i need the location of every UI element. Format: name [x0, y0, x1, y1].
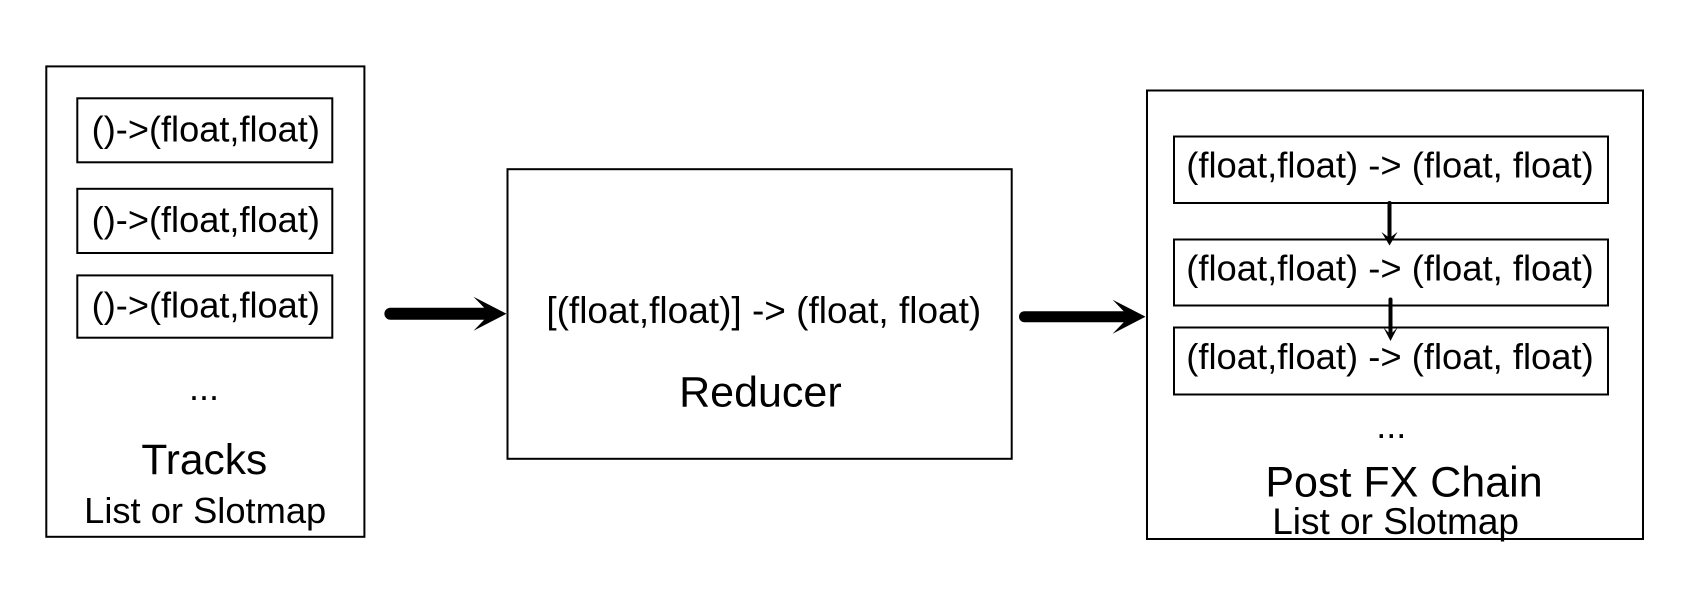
svg-text:List or Slotmap: List or Slotmap [84, 490, 326, 531]
svg-text:Post FX Chain: Post FX Chain [1265, 459, 1542, 507]
svg-text:()->(float,float): ()->(float,float) [92, 285, 320, 326]
svg-text:Reducer: Reducer [679, 369, 842, 417]
svg-text:()->(float,float): ()->(float,float) [92, 108, 320, 149]
svg-text:(float,float) -> (float, float: (float,float) -> (float, float) [1186, 145, 1594, 186]
svg-text:Tracks: Tracks [141, 437, 267, 484]
svg-text:(float,float) -> (float, float: (float,float) -> (float, float) [1186, 336, 1594, 377]
svg-text:[(float,float)] -> (float, flo: [(float,float)] -> (float, float) [546, 290, 981, 331]
svg-text:(float,float) -> (float, float: (float,float) -> (float, float) [1186, 248, 1594, 289]
svg-text:()->(float,float): ()->(float,float) [92, 199, 320, 240]
svg-text:...: ... [1376, 405, 1406, 446]
svg-text:...: ... [189, 367, 219, 408]
svg-text:List or Slotmap: List or Slotmap [1272, 501, 1519, 542]
